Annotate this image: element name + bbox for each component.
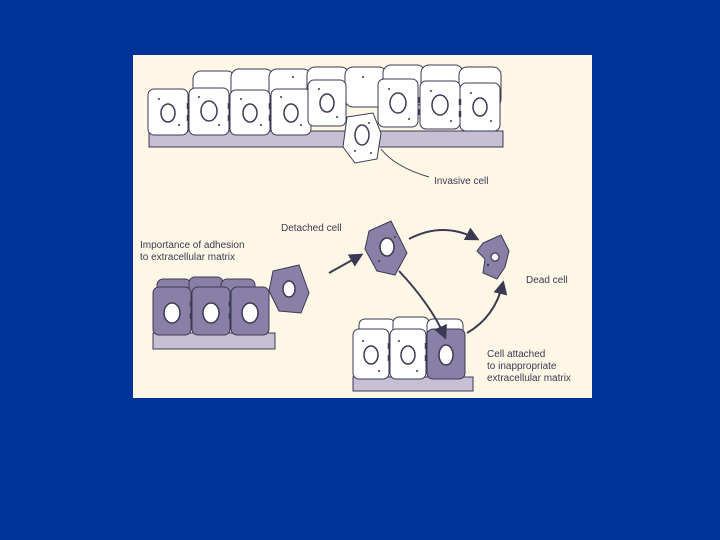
label-attached-line1: Cell attached [487, 349, 546, 360]
detached-cell [364, 220, 408, 276]
arrow-attached-to-dead [466, 280, 508, 334]
arrow-to-attached [398, 270, 447, 340]
label-invasive-cell: Invasive cell [434, 176, 489, 187]
invasive-pointer-line [380, 148, 430, 178]
label-attached-line2: to inappropriate [487, 361, 557, 372]
invasive-cell [342, 112, 382, 164]
adherent-epithelium [152, 276, 276, 350]
diagram-panel: Invasive cell Detached cell Importance o… [133, 55, 592, 398]
front-row-nuclei [160, 92, 488, 123]
label-adhesion-line1: Importance of adhesion [140, 240, 245, 251]
process-arrows [328, 227, 508, 340]
top-epithelium [147, 64, 504, 178]
arrow-to-dead [408, 227, 480, 241]
dead-cell [476, 234, 510, 280]
label-adhesion-line2: to extracellular matrix [140, 252, 236, 263]
cell-adhesion-illustration [147, 64, 510, 392]
inappropriate-matrix-epithelium [352, 316, 474, 392]
detaching-cell [268, 264, 310, 314]
label-detached-cell: Detached cell [281, 223, 342, 234]
arrow-to-detached [328, 253, 364, 274]
label-dead-cell: Dead cell [526, 275, 568, 286]
label-attached-line3: extracellular matrix [487, 373, 571, 384]
